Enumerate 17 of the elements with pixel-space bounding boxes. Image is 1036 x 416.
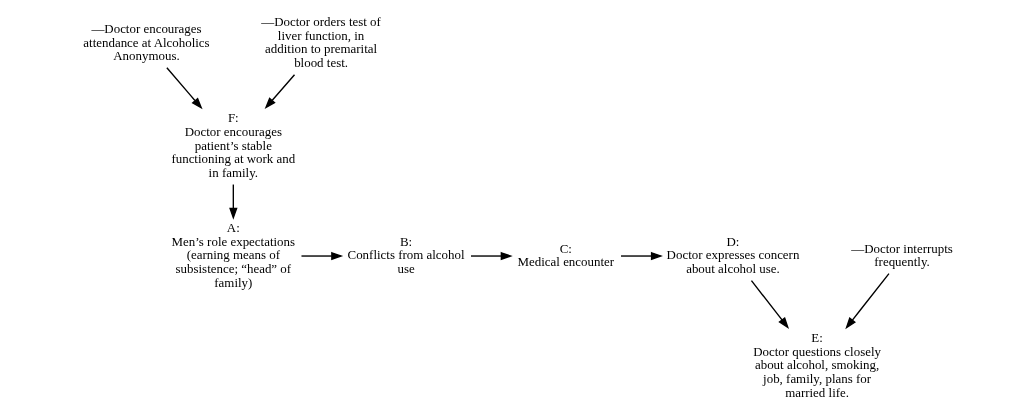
node-text: —Doctor orders test of liver function, in addition to premarital blood test.	[260, 13, 381, 71]
arrow	[228, 183, 238, 220]
arrow	[300, 251, 343, 261]
node-text: —Doctor encourages attendance at Alcoholics Anonymous.	[82, 20, 210, 64]
node-text: B: Conflicts from alcohol use	[347, 233, 465, 277]
arrow	[844, 272, 890, 330]
arrow	[165, 67, 203, 110]
arrow	[750, 279, 789, 329]
node-text: D: Doctor expresses concern about alcohol use.	[666, 233, 799, 277]
node-text: E: Doctor questions closely about alcohol, smoking, job, family, plans for married life.	[752, 329, 881, 401]
arrow	[264, 73, 295, 110]
arrow	[619, 251, 663, 261]
node-text: A: Men’s role expectations (earning means of subsistence; “head” of family)	[171, 219, 295, 291]
arrow	[469, 251, 513, 261]
node-text: C: Medical encounter	[517, 240, 614, 270]
node-text: F: Doctor encourages patient’s stable functioning at work and in family.	[170, 109, 295, 181]
node-text: —Doctor interrupts frequently.	[850, 240, 953, 270]
